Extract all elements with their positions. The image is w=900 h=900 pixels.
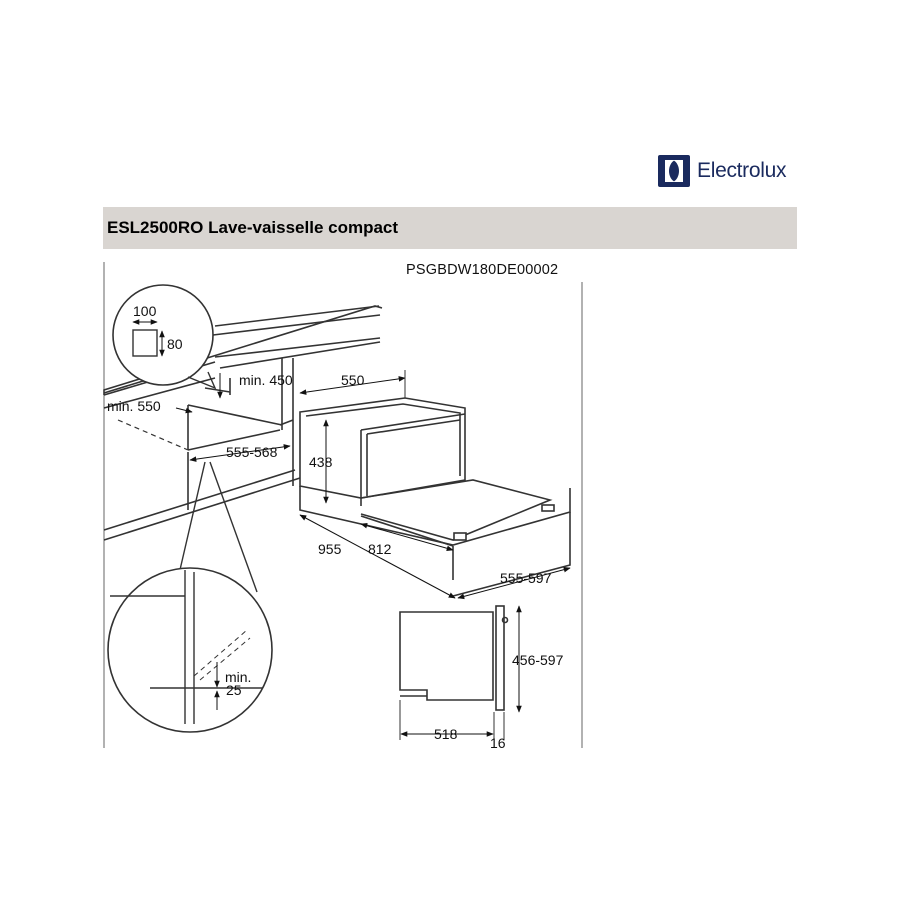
dim-16: 16 [490, 735, 506, 751]
title-bar: ESL2500RO Lave-vaisselle compact [103, 207, 797, 249]
dim-438: 438 [309, 454, 333, 470]
arrow-min550 [175, 407, 193, 414]
cabinet-dashed [117, 419, 189, 451]
dim-955: 955 [318, 541, 342, 557]
brand-name: Electrolux [697, 159, 787, 182]
side-view [399, 605, 509, 711]
arrow-555-597 [457, 566, 571, 600]
dim-550: 550 [341, 372, 365, 388]
drawing-code: PSGBDW180DE00002 [406, 262, 559, 278]
vent-detail: 100 80 [112, 284, 217, 390]
dim-518: 518 [434, 726, 458, 742]
dim-min-25: 25 [226, 682, 242, 698]
dim-min-450: min. 450 [239, 372, 293, 388]
arrow-555-568 [189, 444, 291, 462]
cabinet [103, 305, 383, 541]
arrow-955 [299, 514, 456, 599]
dim-min-label: min. [225, 669, 251, 685]
dim-vent-w: 100 [133, 303, 157, 319]
page-title: ESL2500RO Lave-vaisselle compact [107, 218, 399, 237]
dim-555-568: 555-568 [226, 444, 278, 460]
electrolux-logo: Electrolux [657, 151, 802, 191]
dim-min-550: min. 550 [107, 398, 161, 414]
electrolux-icon [658, 155, 690, 187]
dishwasher-body [299, 397, 571, 597]
zoom-detail: min. 25 [107, 461, 273, 733]
dim-812: 812 [368, 541, 392, 557]
dim-555-597: 555-597 [500, 570, 552, 586]
dim-vent-h: 80 [167, 336, 183, 352]
arrow-812 [360, 523, 454, 551]
arrow-550 [299, 376, 406, 395]
dim-456-597: 456-597 [512, 652, 564, 668]
